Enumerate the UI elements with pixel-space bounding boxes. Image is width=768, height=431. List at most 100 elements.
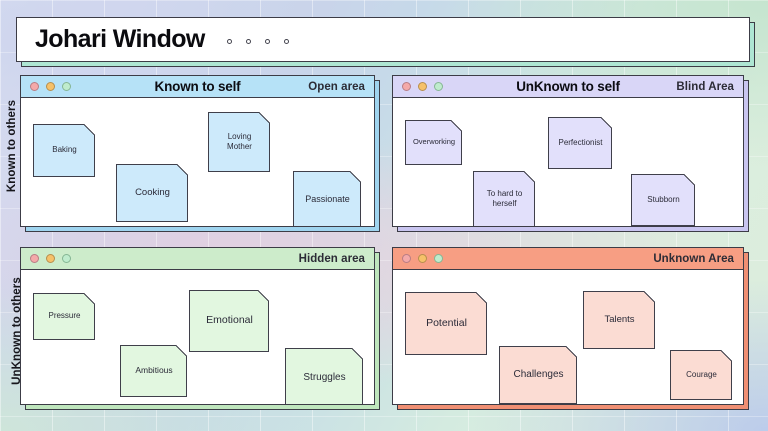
minimize-dot[interactable]	[46, 82, 55, 91]
sticky-note-label: Talents	[604, 313, 635, 325]
sticky-note-label: Perfectionist	[558, 137, 603, 147]
sticky-note-surface	[286, 348, 363, 405]
sticky-note-label: Ambitious	[135, 365, 173, 376]
panel-header-unknown: Unknown Area	[393, 248, 743, 270]
sticky-note-surface	[671, 350, 732, 399]
sticky-note[interactable]: Passionate	[293, 171, 361, 227]
title-bar-container: Johari Window	[16, 17, 755, 67]
minimize-dot[interactable]	[418, 254, 427, 263]
close-dot[interactable]	[30, 82, 39, 91]
window-control-dots	[30, 82, 71, 91]
sticky-note-fold-icon	[84, 124, 95, 135]
sticky-note-surface	[190, 290, 269, 351]
sticky-note-fold-icon	[84, 293, 95, 304]
sticky-note-fold-icon	[601, 117, 612, 128]
window-control-dots	[402, 82, 443, 91]
panel-area-label-blind: Blind Area	[676, 80, 734, 93]
panel-area-label-open: Open area	[308, 80, 365, 93]
sticky-note-fold-icon	[684, 174, 695, 185]
maximize-dot[interactable]	[62, 82, 71, 91]
sticky-note-label: Emotional	[206, 314, 253, 327]
sticky-note-surface	[500, 346, 577, 403]
sticky-note[interactable]: Ambitious	[120, 345, 187, 397]
sticky-note[interactable]: Struggles	[285, 348, 363, 405]
sticky-note[interactable]: Challenges	[499, 346, 577, 404]
sticky-note-fold-icon	[451, 120, 462, 131]
sticky-note[interactable]: Emotional	[189, 290, 269, 352]
sticky-note-fold-icon	[524, 171, 535, 182]
maximize-dot[interactable]	[62, 254, 71, 263]
sticky-note-fold-icon	[644, 291, 655, 302]
maximize-dot[interactable]	[434, 82, 443, 91]
close-dot[interactable]	[402, 82, 411, 91]
title-decorative-dot-icon	[264, 38, 270, 44]
title-decorative-dot-icon	[245, 38, 251, 44]
sticky-note[interactable]: Cooking	[116, 164, 188, 222]
sticky-note[interactable]: Stubborn	[631, 174, 695, 226]
sticky-note-label: Pressure	[48, 311, 81, 321]
sticky-note-fold-icon	[476, 292, 487, 303]
window-control-dots	[402, 254, 443, 263]
sticky-note-label: Passionate	[305, 193, 350, 204]
panel-header-hidden: Hidden area	[21, 248, 374, 270]
sticky-note-fold-icon	[352, 348, 363, 359]
sticky-note[interactable]: Courage	[670, 350, 732, 400]
sticky-note[interactable]: Potential	[405, 292, 487, 355]
sticky-note[interactable]: Pressure	[33, 293, 95, 340]
sticky-note-label: Cooking	[135, 186, 170, 198]
title-decorative-dot-icon	[283, 38, 289, 44]
window-control-dots	[30, 254, 71, 263]
close-dot[interactable]	[402, 254, 411, 263]
close-dot[interactable]	[30, 254, 39, 263]
sticky-note-label: Potential	[426, 316, 467, 329]
maximize-dot[interactable]	[434, 254, 443, 263]
minimize-dot[interactable]	[418, 82, 427, 91]
minimize-dot[interactable]	[46, 254, 55, 263]
sticky-note-surface	[294, 171, 361, 227]
sticky-note-label: Courage	[686, 369, 717, 379]
sticky-note-label: Challenges	[513, 368, 564, 380]
sticky-note[interactable]: Overworking	[405, 120, 462, 165]
sticky-note-fold-icon	[177, 164, 188, 175]
title-bar: Johari Window	[16, 17, 750, 62]
sticky-note-fold-icon	[350, 171, 361, 182]
sticky-note-surface	[584, 291, 655, 348]
sticky-note-fold-icon	[176, 345, 187, 356]
sticky-note[interactable]: Baking	[33, 124, 95, 177]
sticky-note-fold-icon	[566, 346, 577, 357]
sticky-note-fold-icon	[258, 290, 269, 301]
sticky-note-label: Struggles	[303, 371, 346, 383]
title-decorative-dot-icon	[226, 38, 232, 44]
panel-area-label-unknown: Unknown Area	[653, 252, 734, 265]
sticky-note-label: Baking	[52, 145, 77, 155]
sticky-note[interactable]: Talents	[583, 291, 655, 349]
sticky-note-fold-icon	[721, 350, 732, 361]
title-decorative-dots	[226, 38, 289, 44]
sticky-note-label: Overworking	[412, 136, 456, 146]
sticky-note-fold-icon	[259, 112, 270, 123]
axis-label-known-to-others: Known to others	[6, 99, 18, 193]
panel-area-label-hidden: Hidden area	[298, 252, 365, 265]
sticky-note-surface	[117, 164, 188, 221]
sticky-note-surface	[406, 292, 487, 354]
sticky-note-label: Stubborn	[647, 194, 680, 204]
sticky-note[interactable]: Perfectionist	[548, 117, 612, 169]
